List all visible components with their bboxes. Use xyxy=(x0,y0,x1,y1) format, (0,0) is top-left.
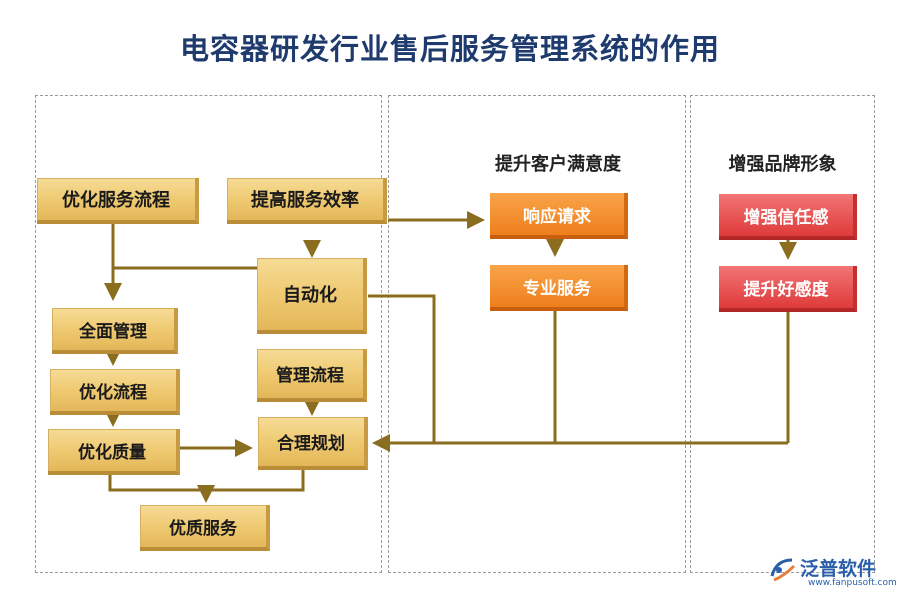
node-optimize-quality: 优化质量 xyxy=(48,429,180,475)
brand-url: www.fanpusoft.com xyxy=(808,578,897,588)
brand-logo-icon xyxy=(770,558,796,582)
diagram-title: 电容器研发行业售后服务管理系统的作用 xyxy=(179,32,720,66)
node-quality-service: 优质服务 xyxy=(140,505,270,551)
brand-watermark: 泛普软件 www.fanpusoft.com xyxy=(768,552,897,590)
section-title-customer-satisfaction: 提升客户满意度 xyxy=(495,154,621,175)
node-enhance-trust: 增强信任感 xyxy=(719,194,857,240)
middle-panel xyxy=(388,95,686,573)
node-reasonable-planning: 合理规划 xyxy=(258,417,368,470)
node-professional-service: 专业服务 xyxy=(490,265,628,311)
node-management-process: 管理流程 xyxy=(257,349,367,402)
brand-name: 泛普软件 xyxy=(800,558,877,580)
node-optimize-process: 优化流程 xyxy=(50,369,180,415)
node-automation: 自动化 xyxy=(257,258,367,334)
node-improve-favorability: 提升好感度 xyxy=(719,266,857,312)
connector-automation-to-bus xyxy=(368,294,436,443)
section-title-brand-image: 增强品牌形象 xyxy=(728,154,837,175)
node-optimize-service-process: 优化服务流程 xyxy=(37,178,199,224)
node-improve-service-efficiency: 提高服务效率 xyxy=(227,178,387,224)
left-panel xyxy=(35,95,382,573)
right-panel xyxy=(690,95,875,573)
node-respond-request: 响应请求 xyxy=(490,193,628,239)
node-full-management: 全面管理 xyxy=(52,308,178,354)
